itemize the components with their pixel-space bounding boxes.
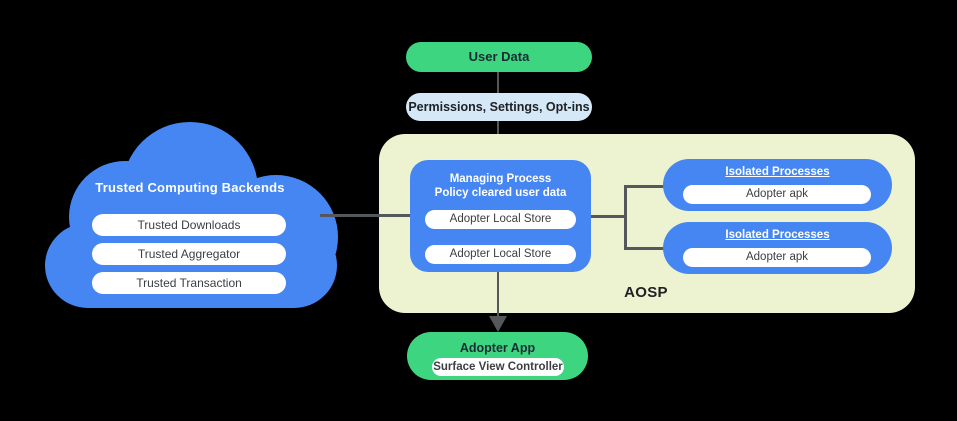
connector-managing-adopter: [497, 272, 499, 318]
permissions-label: Permissions, Settings, Opt-ins: [408, 100, 590, 114]
connector-branch-top: [626, 185, 664, 188]
connector-managing-branch: [591, 215, 626, 218]
adopter-app-title: Adopter App: [459, 341, 536, 355]
user-data-node: User Data: [406, 42, 592, 72]
cloud-title: Trusted Computing Backends: [95, 180, 285, 195]
cloud-item-trusted-transaction: Trusted Transaction: [92, 272, 286, 294]
isolated-process-title: Isolated Processes: [725, 229, 830, 241]
managing-process-title-line1: Managing Process: [449, 173, 552, 185]
arrow-down-icon: [489, 316, 507, 332]
adopter-apk-pill: Adopter apk: [683, 185, 871, 204]
connector-userdata-permissions: [497, 72, 499, 93]
user-data-label: User Data: [468, 49, 530, 64]
permissions-node: Permissions, Settings, Opt-ins: [406, 93, 592, 121]
surface-view-controller-pill: Surface View Controller: [432, 358, 564, 376]
isolated-process-node-1: Isolated Processes Adopter apk: [663, 159, 892, 211]
managing-process-title-line2: Policy cleared user data: [434, 187, 567, 199]
adopter-local-store-pill: Adopter Local Store: [425, 210, 576, 229]
managing-process-title: Managing Process Policy cleared user dat…: [410, 172, 591, 200]
cloud-item-trusted-downloads: Trusted Downloads: [92, 214, 286, 236]
connector-branch-bottom: [626, 247, 664, 250]
aosp-label: AOSP: [624, 284, 668, 301]
cloud-item-trusted-aggregator: Trusted Aggregator: [92, 243, 286, 265]
managing-process-node: Managing Process Policy cleared user dat…: [410, 160, 591, 272]
connector-branch-vertical: [624, 185, 627, 250]
adopter-apk-pill: Adopter apk: [683, 248, 871, 267]
isolated-process-title: Isolated Processes: [725, 166, 830, 178]
connector-cloud-managing: [320, 214, 412, 217]
adopter-local-store-pill: Adopter Local Store: [425, 245, 576, 264]
adopter-app-node: Adopter App Surface View Controller: [407, 332, 588, 380]
isolated-process-node-2: Isolated Processes Adopter apk: [663, 222, 892, 274]
